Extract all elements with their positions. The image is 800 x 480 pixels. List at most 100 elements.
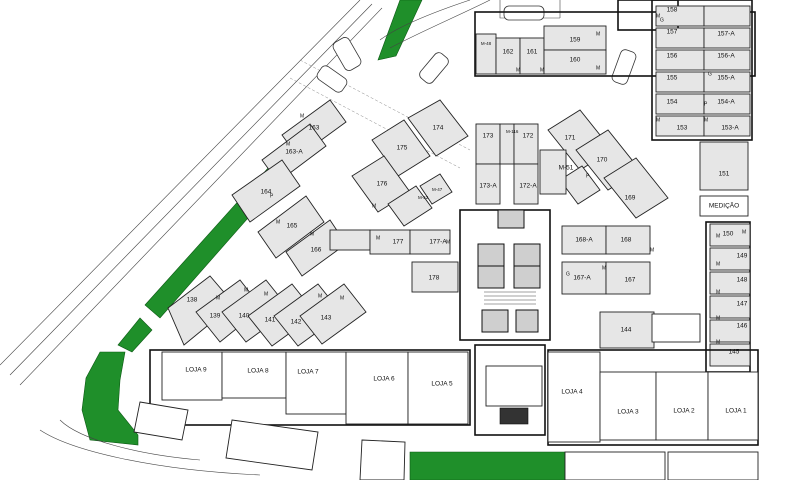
small-block [133, 401, 189, 441]
shop-loja-4 [547, 351, 601, 443]
marker-label: M [286, 141, 290, 147]
marker-label: M [540, 67, 544, 73]
bottom-blocks [133, 401, 759, 480]
shop-loja-3 [599, 371, 657, 441]
unit-label: 138 [187, 297, 198, 304]
unit-147 [709, 295, 751, 319]
marker-label: M [216, 295, 220, 301]
right-lower-units [705, 221, 751, 373]
unit-label: 168 [621, 237, 632, 244]
unit-label: 161 [527, 49, 538, 56]
green-strip-bottom-left [81, 351, 139, 446]
shop-label: LOJA 4 [561, 389, 583, 396]
right-column-units [651, 0, 753, 217]
marker-label: M [310, 231, 314, 237]
car-icon [332, 37, 362, 71]
unit-label: 157-A [717, 31, 735, 38]
stair-top [497, 209, 525, 229]
small-block [359, 439, 406, 480]
unit-label: 177 [393, 239, 404, 246]
shop-label: LOJA 6 [373, 376, 395, 383]
unit-label: 164 [261, 189, 272, 196]
unit-157 [655, 27, 705, 49]
unit-177 [369, 229, 411, 255]
unit-label: 144 [621, 327, 632, 334]
unit-154 [655, 93, 705, 115]
unit-155 [655, 71, 705, 93]
unit-label: 162 [503, 49, 514, 56]
marker-label: M [742, 229, 746, 235]
unit-169 [603, 157, 669, 219]
unit-label: 151 [719, 171, 730, 178]
shop-label: LOJA 9 [185, 367, 207, 374]
marker-label: G [566, 271, 570, 277]
marker-label: M [602, 265, 606, 271]
unit-160 [543, 49, 607, 75]
unit-label: 160 [570, 57, 581, 64]
unit-label: 141 [265, 317, 276, 324]
unit-155A [703, 71, 751, 93]
marker-label: M [704, 117, 708, 123]
shop-row [149, 344, 759, 446]
unit-149 [709, 247, 751, 271]
marker-label: M [650, 247, 654, 253]
shop-label: LOJA 1 [725, 408, 747, 415]
shop-label: LOJA 3 [617, 409, 639, 416]
marker-label: M [716, 233, 720, 239]
marker-label: M [596, 65, 600, 71]
unit-label: 155 [667, 75, 678, 82]
marker-label: M [716, 261, 720, 267]
unit-143 [299, 283, 367, 345]
unit-148 [709, 271, 751, 295]
unit-label: 166 [311, 247, 322, 254]
unit-label: 158 [667, 7, 678, 14]
unit-153A [703, 115, 751, 137]
unit-label: 170 [597, 157, 608, 164]
unit-blank [329, 229, 371, 251]
unit-177-A [409, 229, 451, 255]
unit-label: 156-A [717, 53, 735, 60]
unit-156A [703, 49, 751, 71]
unit-label: 172-A [519, 183, 537, 190]
shop-loja-1 [707, 371, 759, 441]
unit-157A [703, 27, 751, 49]
shop-loja-9 [161, 351, 223, 401]
green-strip-top [377, 0, 423, 61]
marker-label: M [264, 291, 268, 297]
unit-label: 157 [667, 29, 678, 36]
unit-165 [257, 195, 325, 259]
unit-label: 163 [309, 125, 320, 132]
small-block [667, 451, 759, 480]
unit-label: M-51 [559, 165, 574, 172]
unit-146 [709, 319, 751, 343]
unit-167 [605, 261, 651, 295]
green-strip-corner [117, 317, 153, 353]
marker-label: M [340, 295, 344, 301]
unit-172-A [513, 163, 539, 205]
unit-label: 146 [737, 323, 748, 330]
marker-label: M [716, 339, 720, 345]
shop-loja-2 [655, 371, 709, 441]
unit-label: M-47 [432, 187, 443, 192]
unit-label: 167-A [573, 275, 591, 282]
unit-168-A [561, 225, 607, 255]
lobby [485, 365, 543, 407]
unit-m-51 [559, 165, 601, 205]
unit-label: 168-A [575, 237, 593, 244]
shop-label: LOJA 8 [247, 368, 269, 375]
shop-label: LOJA 7 [297, 369, 319, 376]
unit-label: 150 [723, 231, 734, 238]
marker-label: M [376, 235, 380, 241]
unit-label: 156 [667, 53, 678, 60]
lower-left-row [167, 275, 367, 347]
elevator [477, 265, 505, 289]
unit-159 [543, 25, 607, 51]
marker-label: M [446, 239, 450, 245]
unit-label: M-52 [418, 195, 429, 200]
unit-label: M-48 [481, 41, 492, 46]
marker-label: M [596, 31, 600, 37]
medicao-room [699, 195, 749, 217]
elevator [513, 243, 541, 267]
unit-label: 174 [433, 125, 444, 132]
